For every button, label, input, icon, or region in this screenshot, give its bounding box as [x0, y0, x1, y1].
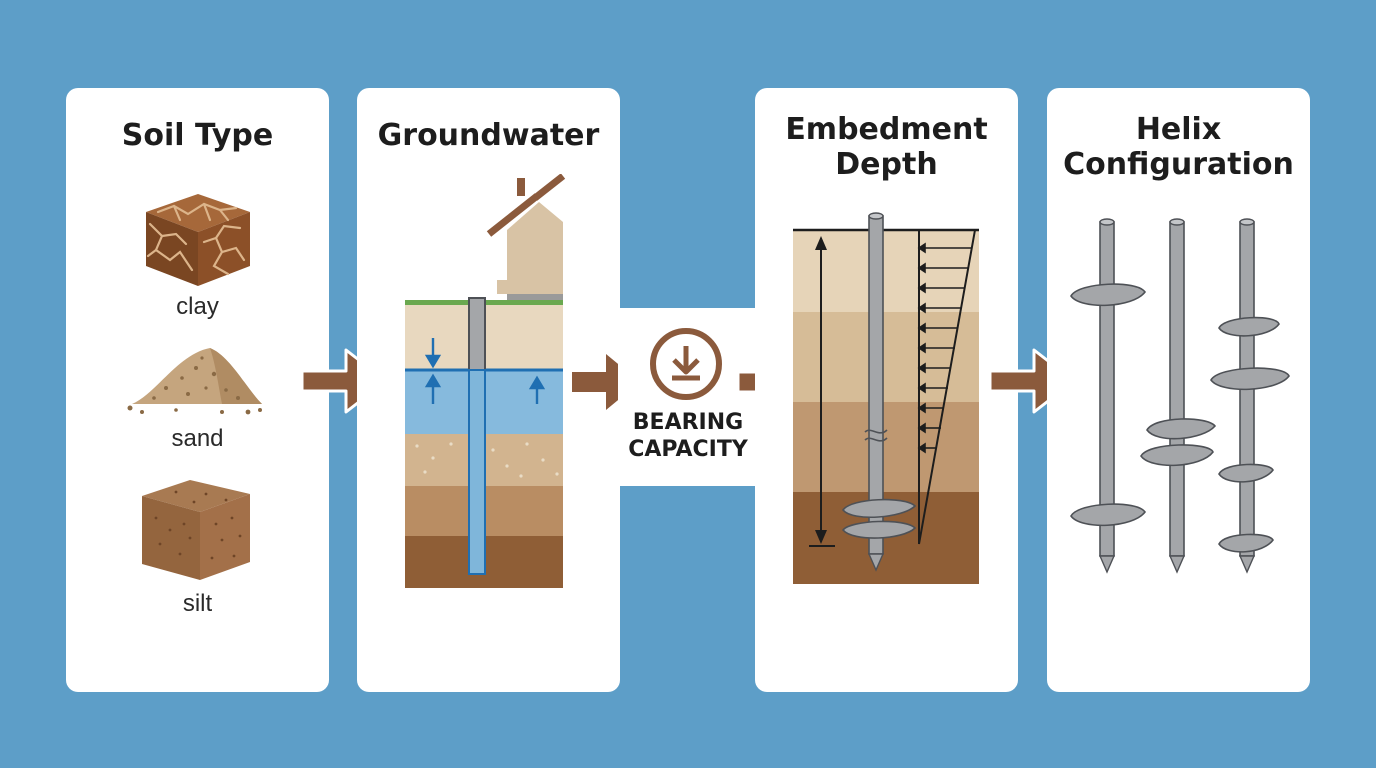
helix-configuration-diagram [1063, 216, 1303, 576]
bearing-capacity-hub: BEARING CAPACITY [618, 308, 758, 486]
silt-label: silt [182, 590, 213, 617]
sand-pile-icon [126, 338, 266, 418]
sand-label: sand [171, 425, 224, 452]
embedment-depth-title-line1: Embedment [785, 112, 988, 147]
helix-configuration-title-line2: Configuration [1063, 147, 1294, 182]
soil-type-title: Soil Type [121, 118, 274, 153]
embedment-depth-panel: Embedment Depth [755, 88, 1018, 692]
helix-configuration-panel: Helix Configuration [1047, 88, 1310, 692]
groundwater-title: Groundwater [377, 118, 600, 153]
embedment-depth-diagram [793, 210, 983, 590]
groundwater-cross-section [403, 174, 583, 604]
silt-cube-icon [136, 478, 256, 582]
soil-type-panel: Soil Type clay [66, 88, 329, 692]
bearing-capacity-line1: BEARING [632, 410, 744, 435]
clay-cube-icon [136, 190, 256, 290]
clay-label: clay [176, 293, 219, 320]
bearing-capacity-line2: CAPACITY [628, 437, 748, 462]
helix-configuration-title-line1: Helix [1135, 112, 1222, 147]
bearing-down-arrow-icon [648, 326, 724, 402]
embedment-depth-title-line2: Depth [835, 147, 938, 182]
